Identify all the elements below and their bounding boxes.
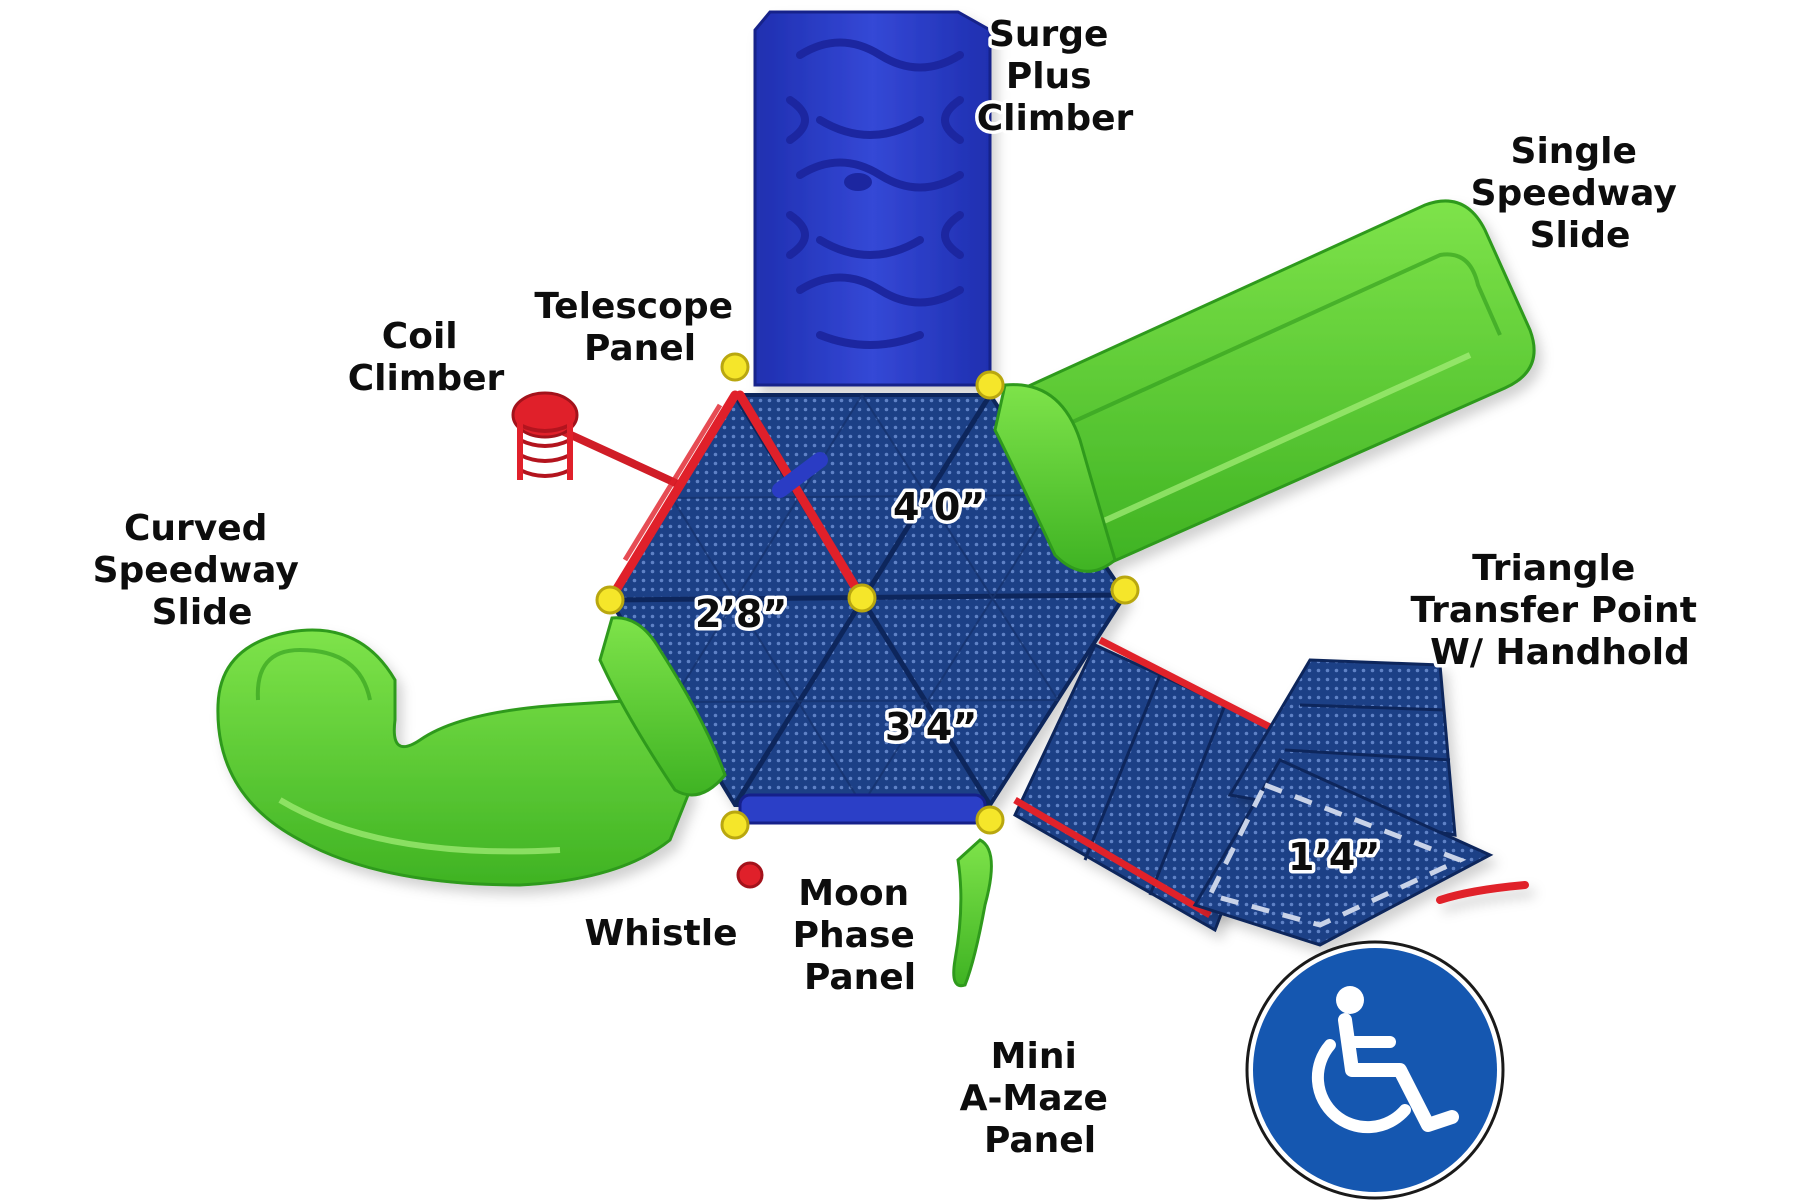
label-surge-plus-climber: Surge Plus Climber [977,14,1134,139]
single-speedway-slide [1017,199,1536,567]
label-single-speedway-slide: Single Speedway Slide [1471,131,1690,256]
moon-phase-panel [738,793,987,825]
slide-hood-right [993,383,1117,573]
coil-climber [511,391,684,489]
mini-a-maze-panel [952,838,993,988]
wheelchair-icon [1245,940,1505,1200]
telescope-panel [605,390,865,605]
slide-hood-left [598,616,727,797]
label-triangle-transfer-point: Triangle Transfer Point W/ Handhold [1411,548,1710,673]
deck-posts [595,352,1140,840]
label-whistle: Whistle [584,913,737,954]
label-moon-phase-panel: Moon Phase Panel [793,873,928,998]
surge-plus-climber [753,10,992,387]
dimension-deck-top: 4’0” [893,485,985,529]
curved-speedway-slide [216,628,692,887]
whistle [736,861,764,889]
dimension-transfer-platform: 1’4” [1288,835,1380,879]
dimension-deck-bottom: 3’4” [885,705,977,749]
label-curved-speedway-slide: Curved Speedway Slide [93,508,312,633]
dimension-deck-left: 2’8” [695,592,787,636]
label-mini-a-maze-panel: Mini A-Maze Panel [960,1036,1121,1161]
label-telescope-panel: Telescope Panel [534,286,745,369]
triangle-transfer-point [1192,658,1529,947]
label-coil-climber: Coil Climber [348,316,505,399]
